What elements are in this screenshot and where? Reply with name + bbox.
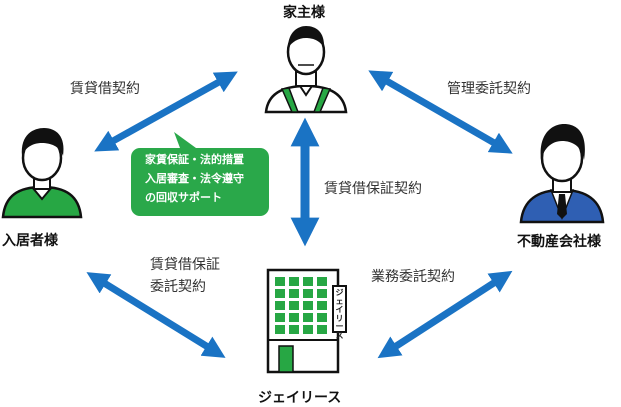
building-window [317,313,327,322]
bubble-text: 家賃保証・法的措置 入居審査・法令遵守 の回収サポート [145,150,275,207]
building-window [289,289,299,298]
building-window [289,301,299,310]
landlord-icon [264,26,348,114]
tenant-label: 入居者様 [2,233,58,249]
building-sign: ジェイリース [335,288,344,340]
tenant-icon [1,128,83,219]
building-window [275,277,285,286]
building-windows [275,277,327,334]
arrow-management-jailies [377,270,513,359]
building-window [303,289,313,298]
arrow-tenant-jailies [86,272,226,358]
jailies-label: ジェイリース [258,390,342,406]
management-company-label: 不動産会社様 [517,234,601,250]
building-window [275,289,285,298]
arrow-landlord-tenant [94,71,238,152]
jailies-building-icon [266,268,347,374]
tenant-jailies-contract-label-line1: 賃貸借保証 [150,257,220,273]
building-window [289,325,299,334]
building-window [275,313,285,322]
building-window [303,301,313,310]
building-window [289,313,299,322]
bubble-line-2: 入居審査・法令遵守 [145,172,244,185]
landlord-jailies-contract-label: 賃貸借保証契約 [324,181,422,197]
building-window [275,325,285,334]
building-window [303,313,313,322]
landlord-management-contract-label: 管理委託契約 [447,81,531,97]
building-window [317,301,327,310]
tenant-jailies-contract-label-line2: 委託契約 [150,279,206,295]
arrow-landlord-management [368,70,513,154]
speech-bubble [131,132,269,216]
building-window [317,325,327,334]
management-company-icon [519,124,605,224]
bubble-line-1: 家賃保証・法的措置 [145,153,244,166]
management-jailies-contract-label: 業務委託契約 [371,269,455,285]
building-window [289,277,299,286]
building-window [303,277,313,286]
building-window [275,301,285,310]
landlord-label: 家主様 [283,5,325,21]
bubble-line-3: の回収サポート [145,191,222,204]
building-window [317,289,327,298]
building-window [303,325,313,334]
building-window [317,277,327,286]
landlord-tenant-contract-label: 賃貸借契約 [70,81,140,97]
